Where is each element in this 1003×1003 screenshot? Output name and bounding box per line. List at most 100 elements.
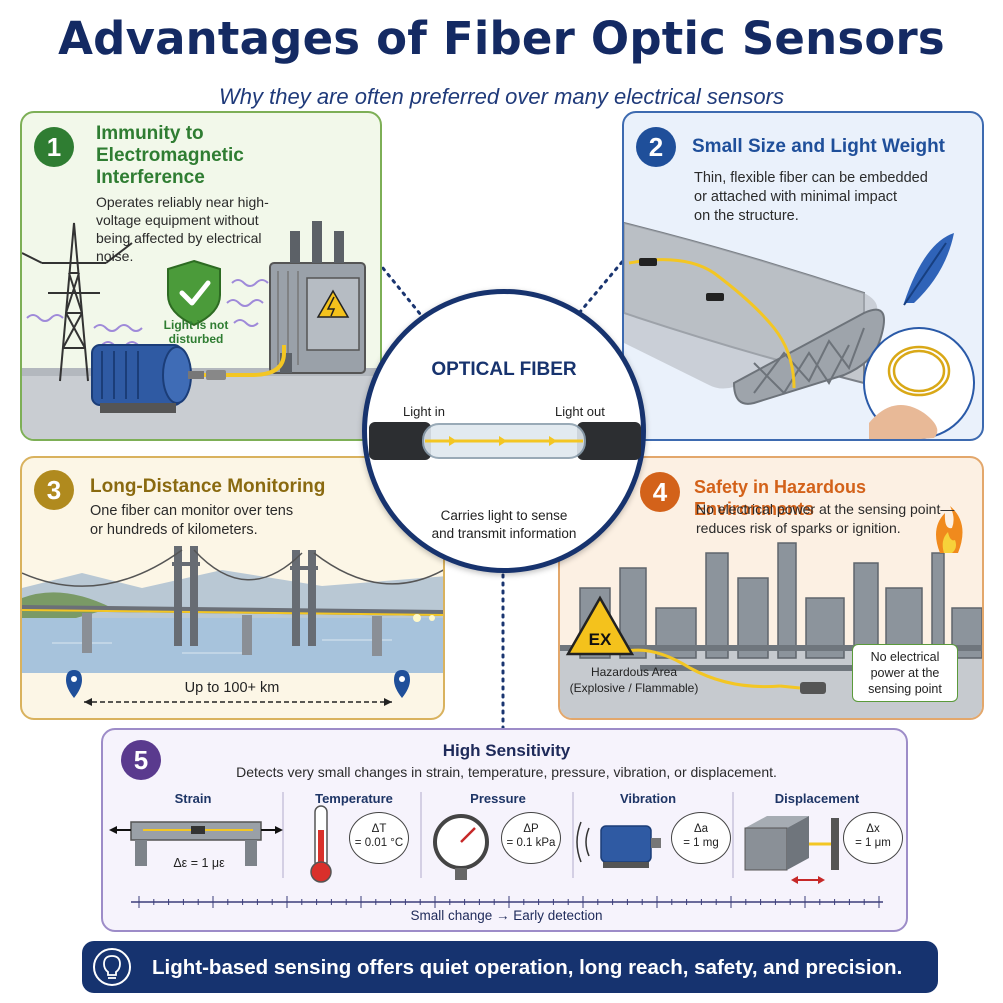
card4-description: No electrical power at the sensing point… <box>696 500 954 538</box>
light-out-label: Light out <box>555 404 605 419</box>
center-caption-line: Carries light to sense <box>440 508 568 523</box>
card-long-distance: 3 Long-Distance Monitoring One fiber can… <box>20 456 445 720</box>
sensor-label-displacement: Displacement <box>774 791 860 806</box>
electric-motor-icon <box>91 344 204 413</box>
transformer-icon <box>269 221 366 374</box>
displacement-value-line: Δx <box>866 823 880 835</box>
pressure-value-line: ΔP <box>523 823 539 835</box>
suspension-bridge-icon <box>22 546 443 656</box>
wing-structure-icon <box>624 221 885 405</box>
card5-title: High Sensitivity <box>442 741 571 760</box>
card-small-size: 2 Small Size and Light Weight Thin, flex… <box>622 111 984 441</box>
flame-icon <box>936 506 963 553</box>
ex-warning-icon <box>565 595 635 656</box>
card3-desc-line: or hundreds of kilometers. <box>90 522 258 538</box>
shield-caption-line: Light is not <box>163 318 229 332</box>
card2-desc-line: on the structure. <box>694 208 799 224</box>
pressure-value-line: = 0.1 kPa <box>506 837 556 849</box>
high-voltage-icon <box>316 289 350 318</box>
card3-number: 3 <box>34 470 74 510</box>
card1-number: 1 <box>34 127 74 167</box>
sensor-label-vibration: Vibration <box>619 791 677 806</box>
center-title: OPTICAL FIBER <box>431 359 577 380</box>
hazard-label-line: (Explosive / Flammable) <box>569 681 699 695</box>
light-in-label: Light in <box>403 404 445 419</box>
card1-title-line: Electromagnetic <box>96 145 244 166</box>
card5-number: 5 <box>121 740 161 780</box>
vibration-value-line: = 1 mg <box>683 837 719 849</box>
displacement-value: Δx = 1 μm <box>843 812 903 864</box>
callout-line: No electrical <box>870 650 940 664</box>
card-emi-immunity: 1 Immunity to Electromagnetic Interferen… <box>20 111 382 441</box>
sensitivity-graphics <box>109 792 883 908</box>
scale-caption: Small change → Early detection <box>410 908 603 923</box>
hazard-label: Hazardous Area (Explosive / Flammable) <box>564 664 704 696</box>
ex-label: EX <box>588 630 612 649</box>
card1-description: Operates reliably near high- voltage equ… <box>96 193 269 265</box>
card5-description: Detects very small changes in strain, te… <box>236 764 777 780</box>
card1-desc-line: noise. <box>96 248 134 264</box>
card1-desc-line: Operates reliably near high- <box>96 194 269 210</box>
footer-banner <box>82 941 938 993</box>
card1-title-line: Interference <box>96 167 205 188</box>
map-pin-icon <box>66 670 410 698</box>
card-hazard-safety: 4 Safety in Hazardous Environments No el… <box>558 456 984 720</box>
temperature-value-line: = 0.01 °C <box>354 837 404 849</box>
displacement-value-line: = 1 μm <box>855 837 891 849</box>
refinery-icon <box>579 542 982 659</box>
sensor-label-pressure: Pressure <box>470 791 526 806</box>
card3-description: One fiber can monitor over tens or hundr… <box>90 502 293 540</box>
lightbulb-icon <box>93 948 131 986</box>
card1-desc-line: voltage equipment without <box>96 212 259 228</box>
card2-desc-line: or attached with minimal impact <box>694 189 898 205</box>
card1-title: Immunity to Electromagnetic Interference <box>96 123 244 189</box>
card1-desc-line: being affected by electrical <box>96 230 262 246</box>
strain-value: Δε = 1 με <box>173 856 225 870</box>
sensor-label-strain: Strain <box>174 791 212 806</box>
footer-text: Light-based sensing offers quiet operati… <box>152 956 903 979</box>
distance-label: Up to 100+ km <box>152 680 312 696</box>
callout-line: power at the <box>870 666 940 680</box>
strain-beam-icon <box>109 821 283 866</box>
sensor-label-temperature: Temperature <box>315 791 393 806</box>
card4-number: 4 <box>640 472 680 512</box>
card2-description: Thin, flexible fiber can be embedded or … <box>694 169 928 226</box>
callout-line: sensing point <box>868 682 942 696</box>
wing-scene <box>624 221 975 439</box>
optical-fiber-circle: OPTICAL FIBER Light in Light out Carries… <box>362 289 646 573</box>
shield-check-icon <box>167 259 221 327</box>
fiber-coil-icon <box>887 345 951 397</box>
shield-caption: Light is not disturbed <box>160 318 232 346</box>
card1-title-line: Immunity to <box>96 123 204 144</box>
vibration-motor-icon <box>576 821 661 868</box>
card4-title: Safety in Hazardous Environments <box>694 477 867 519</box>
power-tower-icon <box>22 222 133 382</box>
page-title: Advantages of Fiber Optic Sensors <box>58 12 945 65</box>
emi-scene <box>22 221 380 439</box>
hazard-label-line: Hazardous Area <box>590 665 678 679</box>
pressure-gauge-icon <box>433 814 489 880</box>
page-subtitle: Why they are often preferred over many e… <box>219 84 784 109</box>
card2-title: Small Size and Light Weight <box>692 136 946 157</box>
temperature-value-line: ΔT <box>371 823 387 835</box>
card3-desc-line: One fiber can monitor over tens <box>90 503 294 519</box>
center-caption-line: and transmit information <box>431 526 577 541</box>
card3-title: Long-Distance Monitoring <box>90 476 326 497</box>
card2-desc-line: Thin, flexible fiber can be embedded <box>694 170 928 186</box>
displacement-block-icon <box>744 816 839 884</box>
temperature-value: ΔT = 0.01 °C <box>349 812 409 864</box>
card2-number: 2 <box>636 127 676 167</box>
center-caption: Carries light to sense and transmit info… <box>367 507 641 543</box>
feather-icon <box>903 233 954 306</box>
fiber-cable-graphic <box>369 422 641 460</box>
card4-desc-line: No electrical power at the sensing point… <box>696 501 955 517</box>
card4-desc-line: reduces risk of sparks or ignition. <box>696 520 901 536</box>
vibration-value-line: Δa <box>693 823 709 835</box>
shield-caption-line: disturbed <box>168 332 224 346</box>
bridge-scene <box>22 546 443 706</box>
card-high-sensitivity: 5 High Sensitivity Detects very small ch… <box>101 728 908 932</box>
pressure-value: ΔP = 0.1 kPa <box>501 812 561 864</box>
vibration-value: Δa = 1 mg <box>671 812 731 864</box>
no-power-callout: No electrical power at the sensing point <box>852 644 958 702</box>
thermometer-icon <box>310 805 332 883</box>
